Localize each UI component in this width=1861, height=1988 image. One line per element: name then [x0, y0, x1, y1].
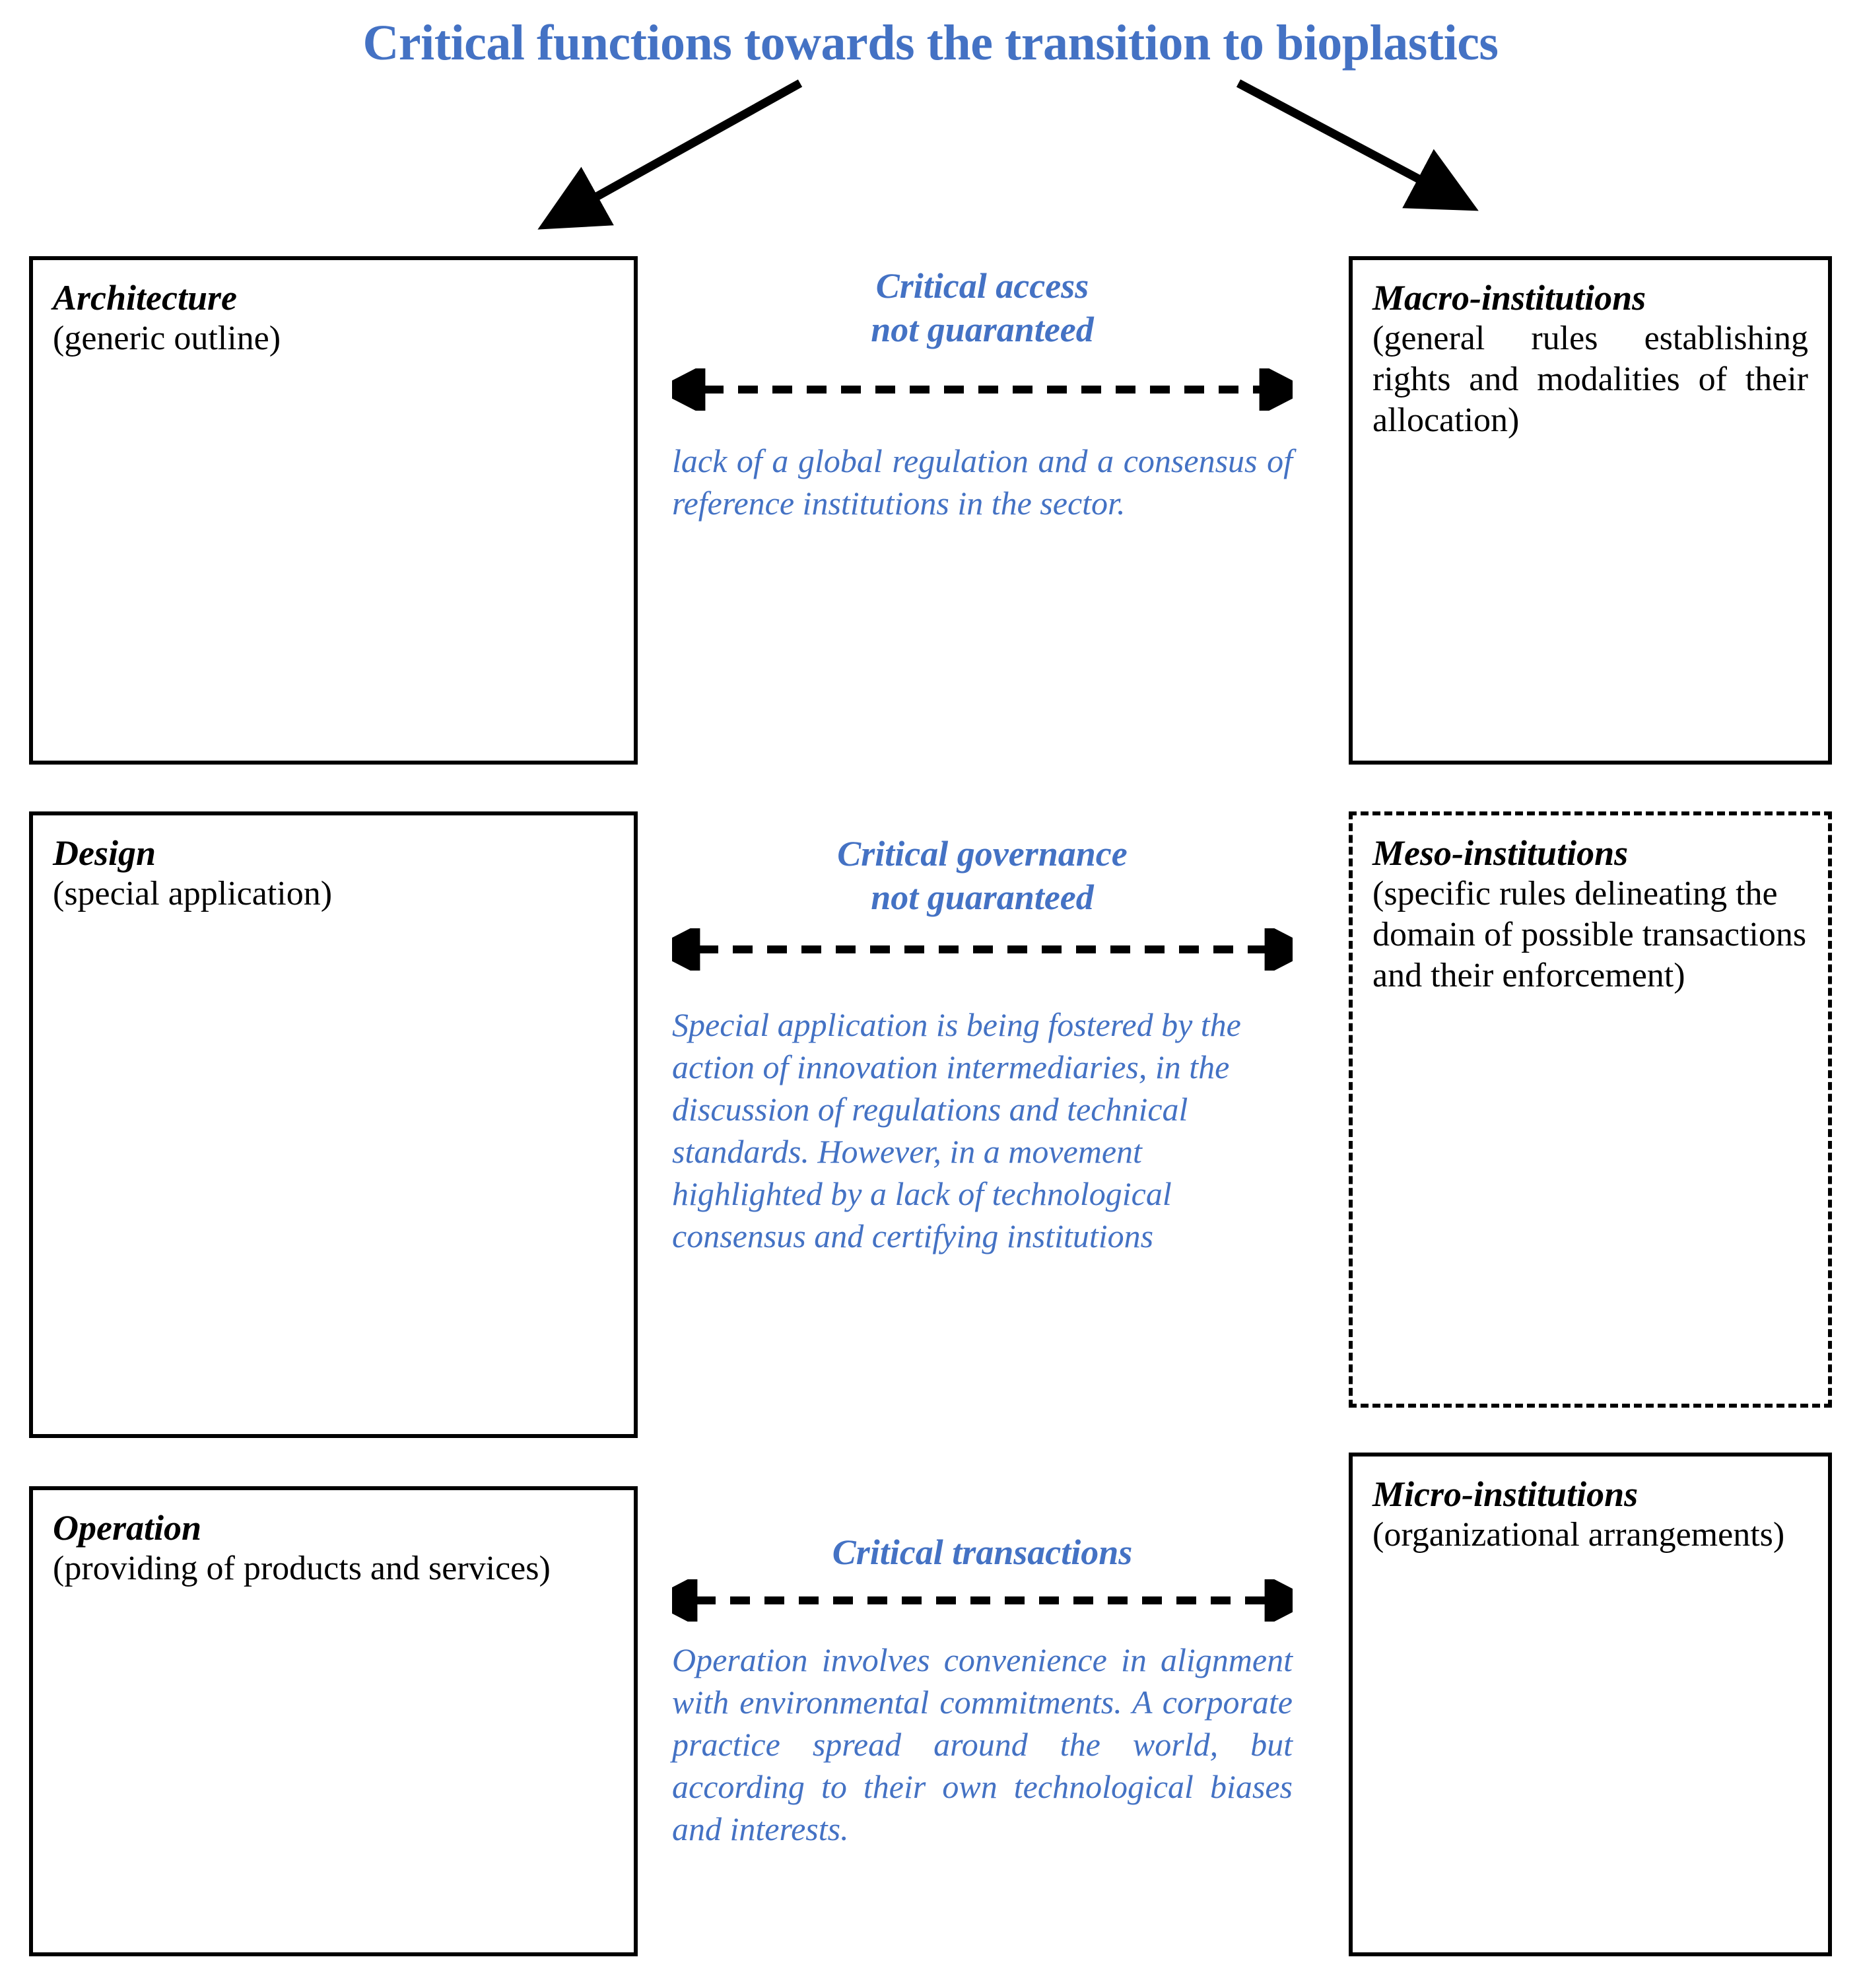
box-micro-institutions[interactable]: Micro-institutions (organizational arran…: [1349, 1453, 1832, 1956]
page-title: Critical functions towards the transitio…: [362, 15, 1499, 71]
relation-governance-heading: Critical governance not guaranteed: [837, 834, 1128, 917]
arrow-title-to-architecture: [537, 79, 803, 230]
relation-transactions-note: Operation involves convenience in alignm…: [672, 1641, 1293, 1847]
arrow-title-to-macro: [1236, 79, 1479, 211]
box-meso-institutions[interactable]: Meso-institutions (specific rules deline…: [1349, 811, 1832, 1408]
box-architecture-title: Architecture: [53, 278, 237, 318]
relation-critical-governance: Critical governance not guaranteed Speci…: [672, 832, 1293, 1257]
box-meso-title: Meso-institutions: [1372, 833, 1629, 873]
relation-transactions-heading: Critical transactions: [832, 1532, 1133, 1572]
box-design-title: Design: [53, 833, 156, 873]
box-micro-subtitle: (organizational arrangements): [1372, 1516, 1785, 1554]
box-operation[interactable]: Operation (providing of products and ser…: [29, 1486, 638, 1956]
box-operation-subtitle: (providing of products and services): [53, 1550, 551, 1587]
relation-access-note: lack of a global regulation and a consen…: [672, 442, 1293, 522]
box-macro-institutions[interactable]: Macro-institutions (general rules establ…: [1349, 256, 1832, 765]
relation-critical-access: Critical access not guaranteed lack of a…: [672, 264, 1293, 524]
dashed-double-arrow-access: [672, 368, 1293, 411]
box-meso-subtitle: (specific rules delineating the domain o…: [1372, 875, 1807, 994]
box-macro-subtitle: (general rules establishing rights and m…: [1372, 320, 1808, 439]
relation-governance-note: Special application is being fostered by…: [672, 1006, 1241, 1254]
box-design-subtitle: (special application): [53, 875, 333, 912]
relation-critical-transactions: Critical transactions Operation involves…: [672, 1530, 1293, 1850]
box-architecture-subtitle: (generic outline): [53, 320, 281, 357]
box-operation-title: Operation: [53, 1508, 202, 1548]
box-macro-title: Macro-institutions: [1372, 278, 1646, 318]
box-architecture[interactable]: Architecture (generic outline): [29, 256, 638, 765]
dashed-double-arrow-transactions: [672, 1579, 1293, 1622]
relation-access-heading: Critical access not guaranteed: [871, 266, 1094, 349]
box-micro-title: Micro-institutions: [1372, 1474, 1639, 1514]
box-design[interactable]: Design (special application): [29, 811, 638, 1438]
dashed-double-arrow-governance: [672, 928, 1293, 971]
